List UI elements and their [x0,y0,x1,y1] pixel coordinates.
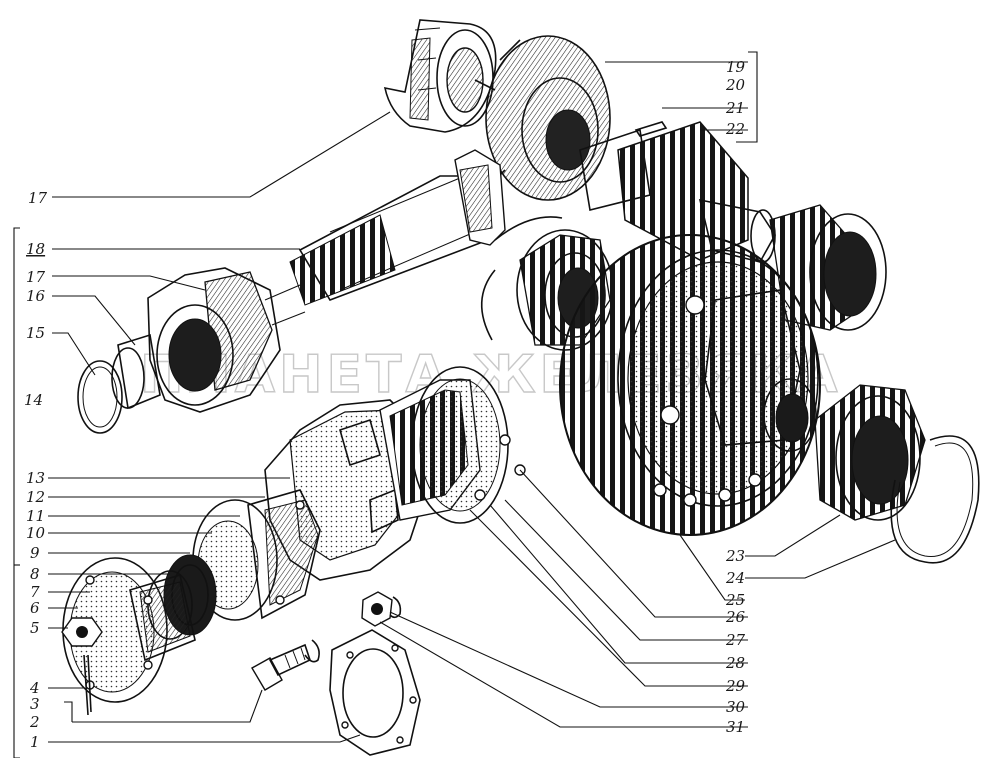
bracket-2-3 [64,701,73,722]
leader-lines [48,61,896,743]
callout-18: 18 [26,240,45,258]
callout-16: 16 [26,287,46,305]
leader-1 [48,734,361,743]
callout-23: 23 [725,547,745,565]
pinion-bearing-assembly [111,267,306,413]
leader-31 [379,621,748,728]
callout-9: 9 [30,544,40,562]
callout-19: 19 [726,58,746,76]
callout-13: 13 [26,469,45,487]
bracket-right-19-22 [736,51,758,143]
callout-1: 1 [30,733,40,751]
callout-21: 21 [725,99,745,117]
differential-lower-bearing [814,384,926,521]
snap-ring-15 [77,360,123,434]
callout-4: 4 [29,679,40,697]
callout-11: 11 [26,507,45,525]
drive-pinion-shaft [289,149,506,306]
callout-29: 29 [725,677,746,695]
callout-15: 15 [26,324,45,342]
callout-6: 6 [30,599,40,617]
callout-2: 2 [29,713,40,731]
callout-17-lower: 17 [26,268,46,286]
bolt-and-washer [251,639,320,691]
leader-16 [52,295,136,346]
output-flange [61,557,196,703]
callout-30: 30 [726,698,746,716]
leader-28 [489,504,748,664]
bevel-gear [474,35,611,201]
callout-20: 20 [725,76,746,94]
leader-15 [52,332,96,376]
leader-25 [679,534,745,601]
leader-17-top [52,111,391,198]
leader-29 [469,509,748,687]
callout-14: 14 [24,391,43,409]
leader-27 [504,499,748,641]
cotter-pin [83,654,92,716]
callout-8: 8 [30,565,40,583]
bearing-carrier-housing [264,366,526,581]
leader-2 [72,689,263,723]
leader-30 [389,611,748,708]
callout-24: 24 [725,569,745,587]
callout-31: 31 [726,718,745,736]
upper-tapered-bearing [383,19,497,133]
differential-ring-gear [559,234,821,536]
callout-12: 12 [26,488,45,506]
leader-26 [519,469,748,618]
gasket [329,629,421,756]
callout-17-upper: 17 [28,189,48,207]
callout-25: 25 [725,591,745,609]
leader-24 [745,539,896,579]
stud-nut-and-washer [361,591,402,627]
callout-26: 26 [725,608,746,626]
callout-3: 3 [30,695,40,713]
callout-27: 27 [725,631,746,649]
callout-28: 28 [725,654,745,672]
leader-23 [745,514,841,557]
intermediate-shaft-gear [579,121,776,263]
differential-upper-bearing [769,204,887,331]
callout-10: 10 [26,524,46,542]
callout-5: 5 [30,619,40,637]
bracket-left [13,227,20,758]
snap-ring-24 [890,435,980,564]
callout-22: 22 [725,120,745,138]
callout-labels: 17 18 17 16 15 14 13 12 11 10 9 8 7 6 5 … [24,58,746,751]
leader-17-low [52,275,206,291]
callout-7: 7 [30,583,40,601]
